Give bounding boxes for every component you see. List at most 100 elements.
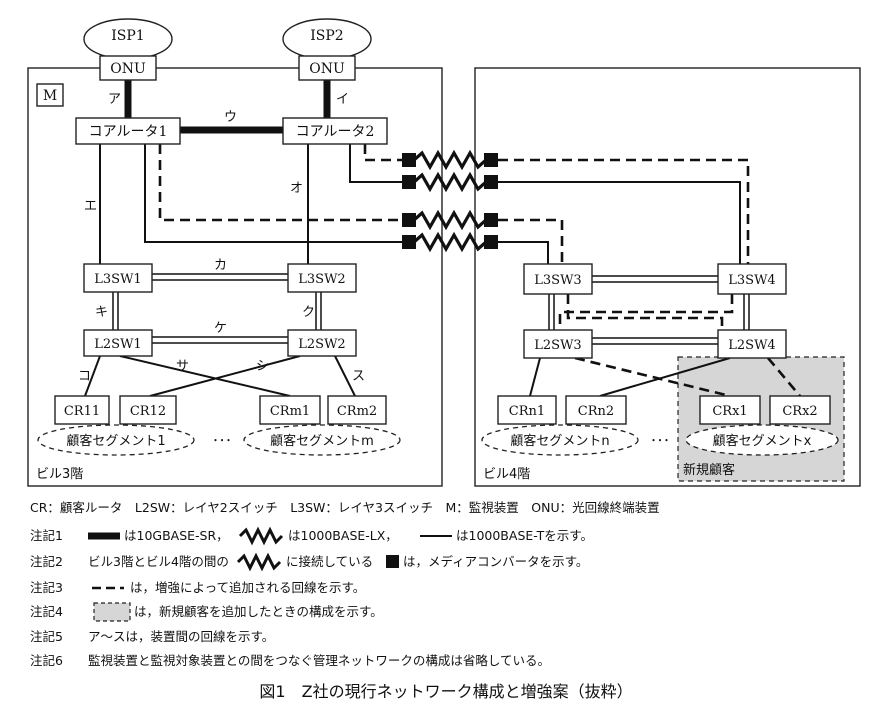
line-shi [149, 355, 301, 397]
label-ku: ク [302, 305, 315, 320]
isp1-label: ISP1 [111, 28, 144, 44]
svg-text:CRn2: CRn2 [578, 404, 614, 419]
lx-link-4 [412, 231, 488, 253]
dash-l2sw4-crx2 [767, 357, 801, 397]
core-router-2 [282, 117, 388, 145]
label-ko: コ [78, 369, 91, 384]
legend-abbreviations: CR：顧客ルータ L2SW：レイヤ2スイッチ L3SW：レイヤ3スイッチ M：監… [30, 500, 660, 515]
legend-shaded-icon [93, 602, 131, 622]
legend-media-converter-icon [386, 555, 399, 568]
crm2 [327, 395, 387, 425]
cr12 [119, 395, 177, 425]
svg-text:顧客セグメントm: 顧客セグメントm [270, 433, 374, 449]
svg-text:M: M [43, 88, 57, 104]
legend-zigzag-icon-2 [236, 552, 282, 572]
svg-text:は，新規顧客を追加したときの構成を示す。: は，新規顧客を追加したときの構成を示す。 [134, 604, 383, 619]
segment-m [243, 424, 401, 456]
svg-text:に接続している: に接続している [286, 554, 373, 569]
dash-l3sw3-l2sw4 [566, 294, 724, 330]
l2sw1 [83, 329, 153, 357]
crn2 [565, 395, 627, 425]
svg-text:は1000BASE-LX，: は1000BASE-LX， [288, 528, 398, 543]
label-i: イ [336, 92, 349, 107]
cr11 [54, 395, 110, 425]
building-3f-frame [27, 67, 443, 487]
label-ka: カ [214, 258, 227, 273]
svg-text:ONU: ONU [309, 61, 345, 77]
svg-text:顧客セグメントn: 顧客セグメントn [510, 433, 609, 449]
line-to-l3sw3 [498, 241, 549, 264]
line-l2sw3-crn1 [529, 357, 541, 397]
segment-x [685, 424, 839, 456]
note-4-label: 注記4 [30, 604, 63, 619]
label-ke: ケ [214, 321, 227, 336]
l3sw2 [287, 263, 357, 293]
label-shi: シ [256, 359, 269, 374]
svg-text:L3SW2: L3SW2 [298, 272, 345, 287]
l3sw1 [83, 263, 153, 293]
dash-to-l3sw4-a [498, 158, 750, 264]
line-to-l3sw4 [498, 181, 741, 264]
dash-l3sw4-l2sw3 [558, 294, 734, 330]
figure-caption: 図1 Z社の現行ネットワーク構成と増強案（抜粋） [259, 682, 632, 701]
segment-ellipsis-4f: ･･･ [650, 434, 670, 449]
l2sw3 [523, 329, 593, 359]
svg-text:ビル3階とビル4階の間の: ビル3階とビル4階の間の [88, 554, 229, 569]
svg-text:CRm2: CRm2 [337, 404, 377, 419]
svg-text:ONU: ONU [110, 61, 146, 77]
label-e: エ [84, 199, 97, 214]
dash-core1-l3sw4 [158, 144, 408, 222]
svg-text:L2SW4: L2SW4 [728, 338, 775, 353]
svg-text:L3SW3: L3SW3 [534, 273, 581, 288]
legend-zigzag-icon [238, 526, 284, 546]
line-sa [119, 355, 291, 397]
l2sw2 [287, 329, 357, 357]
building-4f-label: ビル4階 [483, 467, 530, 482]
svg-text:は1000BASE-Tを示す。: は1000BASE-Tを示す。 [456, 528, 593, 543]
svg-text:は，増強によって追加される回線を示す。: は，増強によって追加される回線を示す。 [130, 580, 365, 595]
crn1 [497, 395, 557, 425]
line-core1-l3sw3 [144, 144, 408, 243]
svg-text:ア～スは，装置間の回線を示す。: ア～スは，装置間の回線を示す。 [88, 629, 274, 644]
svg-text:L2SW2: L2SW2 [298, 337, 345, 352]
new-customer-label: 新規顧客 [683, 462, 735, 478]
svg-text:CRx1: CRx1 [712, 404, 747, 419]
svg-text:顧客セグメントx: 顧客セグメントx [713, 433, 812, 449]
l2sw4 [717, 329, 787, 359]
label-su: ス [352, 369, 365, 384]
segment-1 [37, 424, 195, 456]
svg-text:CR12: CR12 [130, 404, 166, 419]
svg-text:顧客セグメント1: 顧客セグメント1 [66, 433, 165, 449]
svg-text:コアルータ2: コアルータ2 [296, 124, 375, 140]
label-ki: キ [95, 305, 108, 320]
isp2-label: ISP2 [310, 28, 343, 44]
dash-core2-l3sw3 [363, 144, 408, 162]
lx-link-3 [412, 209, 488, 231]
note-5-label: 注記5 [30, 629, 63, 644]
media-converters [402, 153, 498, 249]
svg-text:L3SW1: L3SW1 [94, 272, 141, 287]
lx-link-2 [412, 171, 488, 193]
svg-text:は，メディアコンバータを示す。: は，メディアコンバータを示す。 [403, 554, 588, 569]
crm1 [259, 395, 321, 425]
svg-text:L2SW1: L2SW1 [94, 337, 141, 352]
label-u: ウ [224, 110, 237, 125]
note-6-label: 注記6 [30, 653, 63, 668]
lx-link-1 [412, 149, 488, 171]
svg-text:コアルータ1: コアルータ1 [89, 124, 168, 140]
dash-l2sw3-crx1 [574, 356, 731, 398]
svg-text:CRm1: CRm1 [270, 404, 310, 419]
label-a: ア [108, 92, 121, 107]
svg-text:L2SW3: L2SW3 [534, 338, 581, 353]
line-l2sw4-crn2 [599, 357, 731, 397]
svg-text:CR11: CR11 [64, 404, 100, 419]
svg-text:L3SW4: L3SW4 [728, 273, 775, 288]
svg-text:監視装置と監視対象装置との間をつなぐ管理ネットワークの構成は: 監視装置と監視対象装置との間をつなぐ管理ネットワークの構成は省略している。 [88, 653, 550, 668]
note-1-label: 注記1 [30, 528, 63, 543]
monitor-device [36, 83, 64, 107]
line-core2-l3sw4 [349, 144, 408, 183]
building-4f-frame [474, 67, 861, 487]
segment-n [481, 424, 639, 456]
onu-1 [99, 55, 157, 81]
